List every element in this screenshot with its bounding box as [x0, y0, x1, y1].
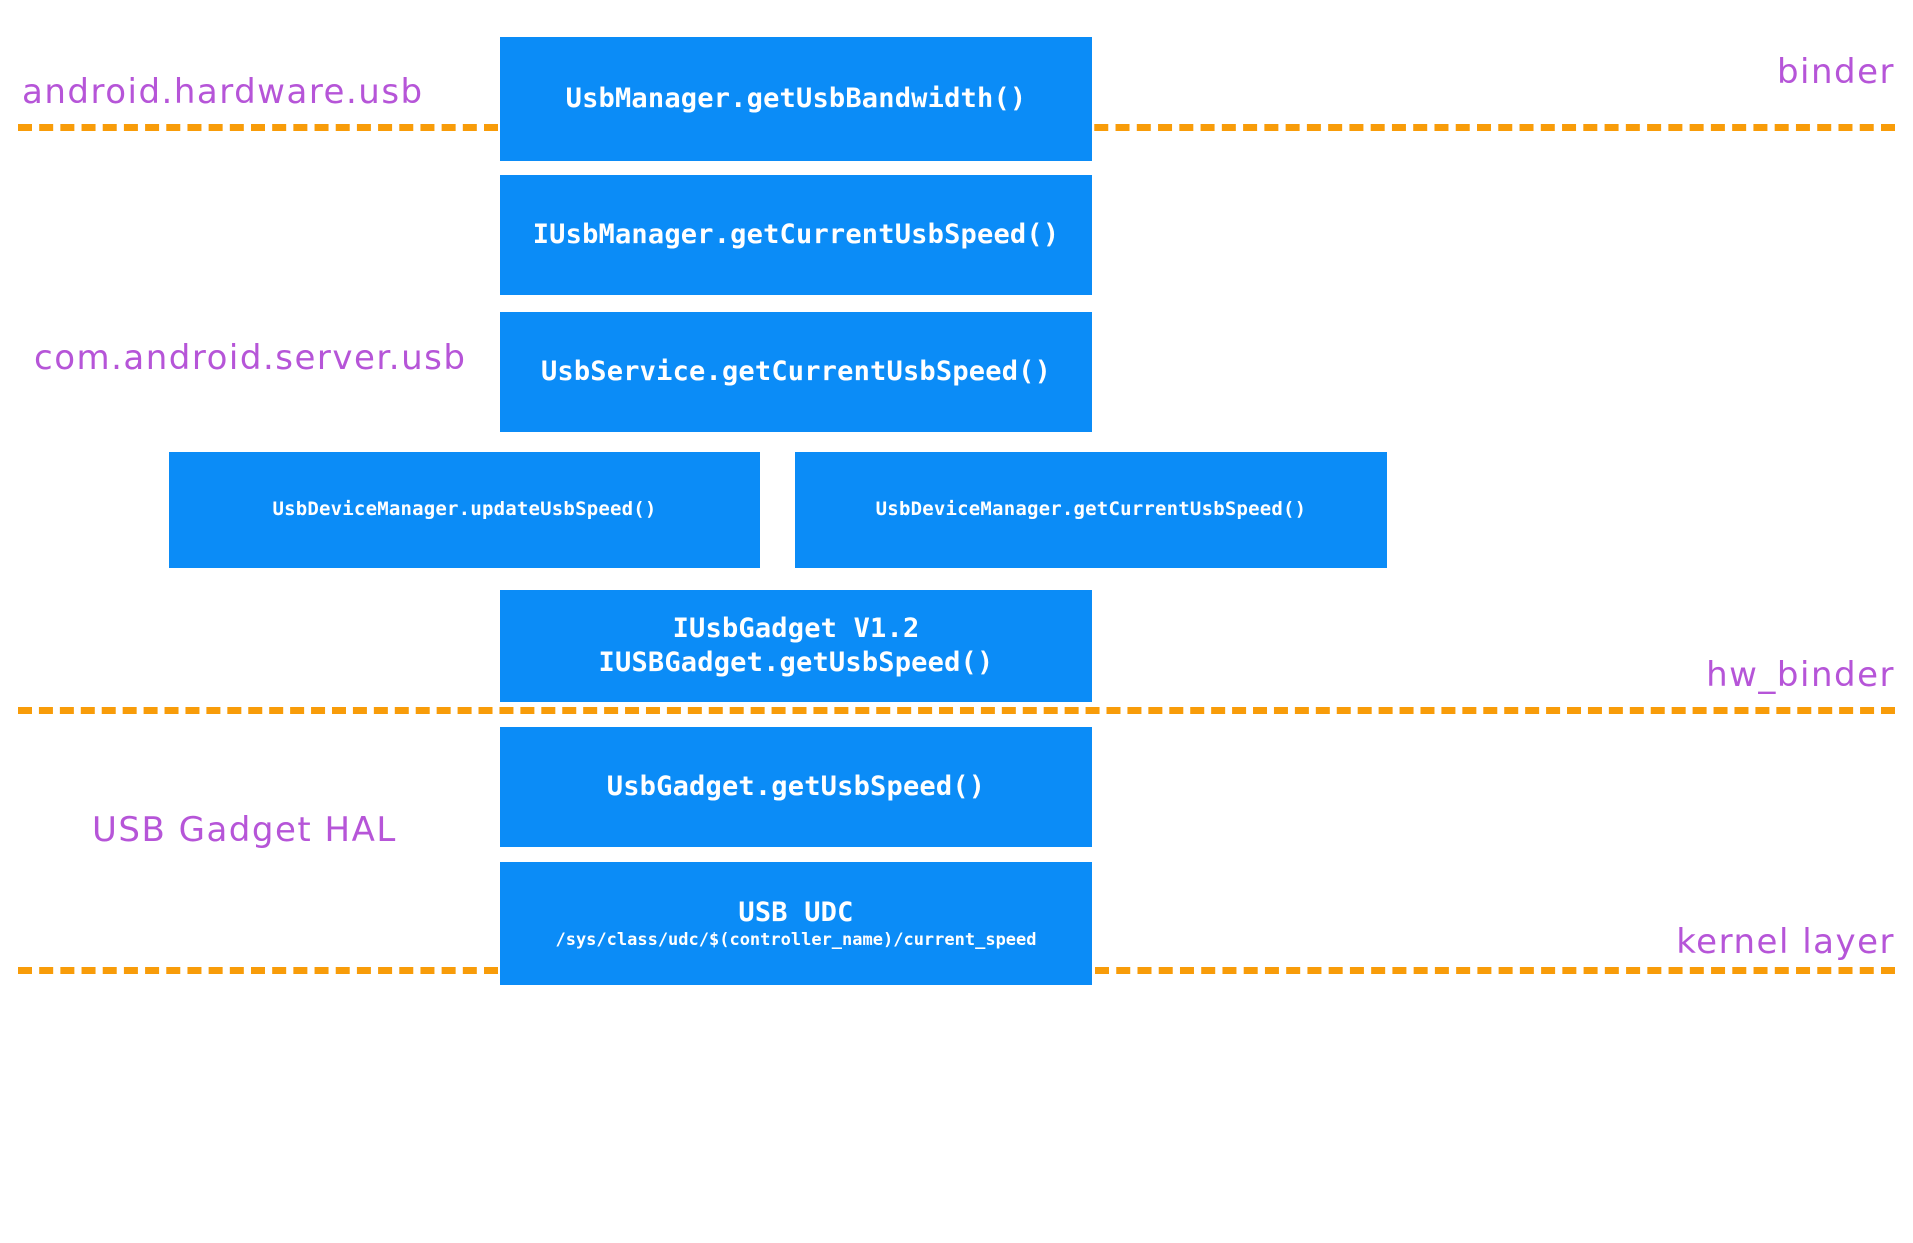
boundary-label-usb-gadget-hal: USB Gadget HAL: [92, 810, 397, 850]
node-usb-service-get-current-usb-speed[interactable]: UsbService.getCurrentUsbSpeed(): [500, 312, 1092, 432]
boundary-label-kernel-layer: kernel layer: [1676, 922, 1895, 962]
node-label: USB UDC: [738, 897, 854, 928]
boundary-line-binder-left: [18, 124, 498, 131]
boundary-label-hw-binder: hw_binder: [1706, 655, 1895, 695]
node-sublabel-sysfs-path: /sys/class/udc/$(controller_name)/curren…: [555, 929, 1037, 950]
boundary-line-binder-right: [1073, 124, 1895, 131]
node-usb-manager-get-usb-bandwidth[interactable]: UsbManager.getUsbBandwidth(): [500, 37, 1092, 161]
boundary-line-hw-binder: [18, 707, 1895, 714]
boundary-line-kernel-right: [1095, 967, 1895, 974]
boundary-line-kernel-left: [18, 967, 498, 974]
boundary-label-com-android-server-usb: com.android.server.usb: [34, 338, 467, 378]
node-usb-gadget-get-usb-speed[interactable]: UsbGadget.getUsbSpeed(): [500, 727, 1092, 847]
node-usb-device-manager-get-current-usb-speed[interactable]: UsbDeviceManager.getCurrentUsbSpeed(): [795, 452, 1387, 568]
node-label-line1: IUsbGadget V1.2: [672, 613, 920, 645]
boundary-label-android-hardware-usb: android.hardware.usb: [22, 72, 424, 112]
node-label: UsbDeviceManager.getCurrentUsbSpeed(): [875, 498, 1307, 521]
node-label: UsbGadget.getUsbSpeed(): [606, 771, 986, 803]
node-label: IUsbManager.getCurrentUsbSpeed(): [532, 219, 1060, 251]
node-usb-udc[interactable]: USB UDC /sys/class/udc/$(controller_name…: [500, 862, 1092, 985]
node-iusb-manager-get-current-usb-speed[interactable]: IUsbManager.getCurrentUsbSpeed(): [500, 175, 1092, 295]
node-label: UsbService.getCurrentUsbSpeed(): [540, 356, 1052, 388]
boundary-label-binder: binder: [1776, 52, 1895, 92]
node-iusb-gadget-v12[interactable]: IUsbGadget V1.2 IUSBGadget.getUsbSpeed(): [500, 590, 1092, 702]
node-usb-device-manager-update-usb-speed[interactable]: UsbDeviceManager.updateUsbSpeed(): [169, 452, 760, 568]
node-label: UsbDeviceManager.updateUsbSpeed(): [272, 498, 657, 521]
node-label-line2: IUSBGadget.getUsbSpeed(): [598, 647, 994, 678]
node-label: UsbManager.getUsbBandwidth(): [565, 83, 1027, 115]
